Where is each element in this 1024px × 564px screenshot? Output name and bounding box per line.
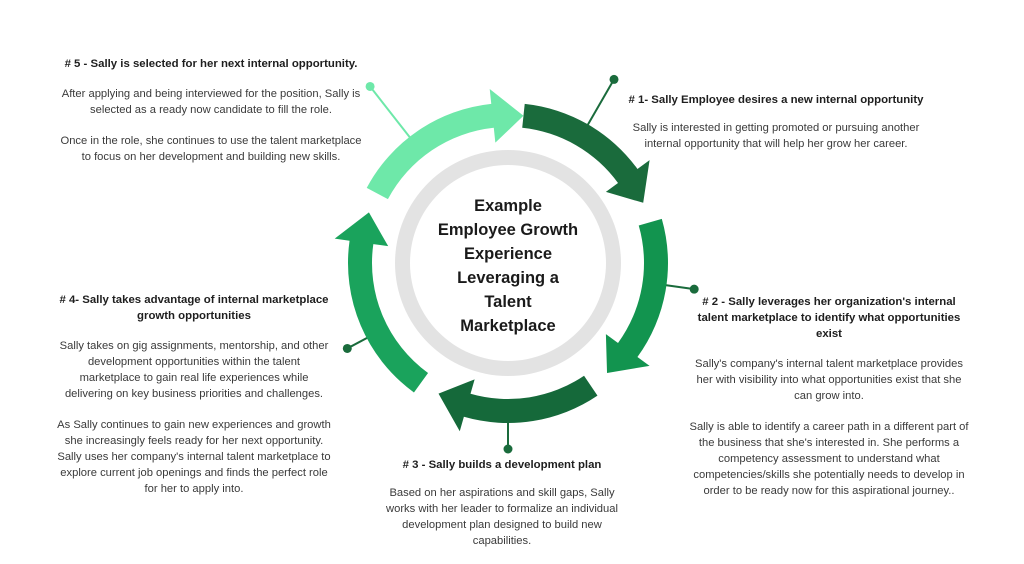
center-title-line: Employee Growth [437,221,579,239]
center-title-line: Leveraging a [457,269,559,287]
center-title-line: Talent [484,293,532,311]
center-title-line: Marketplace [460,317,556,335]
step-1-title: # 1- Sally Employee desires a new intern… [628,94,924,106]
step-5-block: # 5 - Sally is selected for her next int… [55,56,367,180]
step-4-title: # 4- Sally takes advantage of internal m… [59,294,329,322]
connector-step-3-dot [503,444,513,454]
step-3-block: # 3 - Sally builds a development plan Ba… [378,457,626,564]
center-title-line: Example [474,197,542,215]
step-2-block: # 2 - Sally leverages her organization's… [686,294,972,514]
step-3-paragraph: Based on her aspirations and skill gaps,… [386,487,618,547]
step-2-paragraph: Sally is able to identify a career path … [689,421,969,497]
cycle-arrow-1 [522,103,650,203]
step-3-title: # 3 - Sally builds a development plan [402,459,602,471]
center-circle [410,165,606,361]
connector-step-5-dot [365,81,375,91]
step-1-block: # 1- Sally Employee desires a new intern… [620,92,932,167]
connector-step-5-line [369,85,417,146]
step-5-paragraph: After applying and being interviewed for… [61,88,361,116]
center-title: Example Employee Growth Experience Lever… [418,194,598,338]
connector-step-1-line [582,78,615,134]
step-2-title: # 2 - Sally leverages her organization's… [697,296,961,340]
step-2-paragraph: Sally's company's internal talent market… [695,358,963,402]
step-1-paragraph: Sally is interested in getting promoted … [632,122,920,150]
cycle-arrow-2 [605,218,668,373]
connector-step-1-dot [609,74,619,84]
step-4-paragraph: As Sally continues to gain new experienc… [57,419,331,495]
cycle-arrow-4 [334,212,429,393]
center-title-line: Experience [463,245,553,263]
cycle-arrow-5 [366,88,524,200]
step-4-paragraph: Sally takes on gig assignments, mentorsh… [59,340,329,400]
step-4-block: # 4- Sally takes advantage of internal m… [56,292,332,512]
cycle-arrow-3 [438,375,598,432]
step-5-title: # 5 - Sally is selected for her next int… [64,58,358,70]
connector-step-4-dot [342,343,352,353]
step-5-paragraph: Once in the role, she continues to use t… [60,135,362,163]
connector-step-2-dot [689,284,699,294]
